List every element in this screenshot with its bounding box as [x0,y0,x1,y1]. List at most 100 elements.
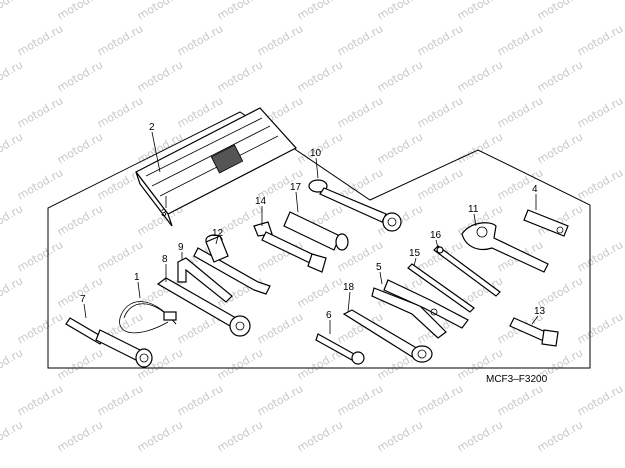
callout-10: 10 [310,148,322,159]
hex-key-9 [177,257,233,303]
watermark-text: motod.ru [495,94,545,130]
hook-spanner-11 [461,222,549,273]
watermark-text: motod.ru [175,22,225,58]
watermark-text: motod.ru [535,130,585,166]
watermark-text: motod.ru [55,58,105,94]
watermark-text: motod.ru [135,0,185,23]
callout-1: 1 [134,272,140,283]
diagram-frame [47,111,591,369]
watermark-text: motod.ru [215,418,265,454]
callout-4: 4 [532,184,538,195]
watermark-text: motod.ru [255,22,305,58]
callout-16: 16 [430,230,442,241]
watermark-text: motod.ru [55,202,105,238]
callout-6: 6 [326,310,332,321]
watermark-text: motod.ru [215,346,265,382]
callout-3: 3 [161,208,167,219]
watermark-text: motod.ru [575,382,625,418]
watermark-text: motod.ru [415,382,465,418]
double-wrench-18 [342,309,433,363]
watermark-text: motod.ru [295,58,345,94]
watermark-text: motod.ru [175,94,225,130]
watermark-text: motod.ru [415,238,465,274]
watermark-text: motod.ru [575,238,625,274]
watermark-text: motod.ru [535,418,585,454]
watermark-text: motod.ru [55,274,105,310]
leader-17 [295,191,299,213]
watermark-text: motod.ru [95,382,145,418]
open-wrench-14 [253,221,327,273]
watermark-text: motod.ru [575,22,625,58]
leader-15 [413,257,417,267]
watermark-text: motod.ru [95,238,145,274]
leader-7 [83,303,87,319]
watermark-text: motod.ru [455,0,505,23]
watermark-text: motod.ru [0,0,25,23]
leader-2 [151,131,161,173]
watermark-text: motod.ru [535,58,585,94]
leader-18 [347,291,351,313]
watermark-text: motod.ru [455,418,505,454]
watermark-text: motod.ru [215,58,265,94]
watermark-text: motod.ru [375,58,425,94]
watermark-text: motod.ru [255,310,305,346]
leader-12 [215,235,219,245]
watermark-text: motod.ru [575,94,625,130]
watermark-text: motod.ru [415,94,465,130]
watermark-text: motod.ru [335,22,385,58]
watermark-text: motod.ru [0,202,25,238]
callout-14: 14 [255,196,267,207]
watermark-text: motod.ru [495,22,545,58]
callout-2: 2 [149,122,155,133]
watermark-text: motod.ru [135,418,185,454]
watermark-text: motod.ru [55,0,105,23]
screwdriver-shaft-6 [315,333,365,365]
watermark-text: motod.ru [95,22,145,58]
watermark-text: motod.ru [15,382,65,418]
callout-12: 12 [212,228,224,239]
watermark-text: motod.ru [535,0,585,23]
watermark-text: motod.ru [575,166,625,202]
watermark-text: motod.ru [375,0,425,23]
leader-13 [531,315,539,325]
callout-5: 5 [376,262,382,273]
watermark-text: motod.ru [295,418,345,454]
watermark-text: motod.ru [0,418,25,454]
watermark-text: motod.ru [175,382,225,418]
watermark-text: motod.ru [55,418,105,454]
watermark-text: motod.ru [15,310,65,346]
watermark-text: motod.ru [55,346,105,382]
strap-1 [119,301,177,334]
watermark-text: motod.ru [0,274,25,310]
watermark-text: motod.ru [0,130,25,166]
watermark-text: motod.ru [55,130,105,166]
callout-17: 17 [290,182,302,193]
leader-1 [137,281,141,299]
small-open-wrench-13 [509,317,559,347]
diagram-code: MCF3–F3200 [486,374,548,385]
watermark-text: motod.ru [15,238,65,274]
watermark-text: motod.ru [215,0,265,23]
watermark-text: motod.ru [375,130,425,166]
callout-9: 9 [178,242,184,253]
bar-wrench-8 [156,277,251,337]
watermark-text: motod.ru [0,346,25,382]
plug-wrench-7 [65,317,153,368]
watermark-text: motod.ru [455,58,505,94]
watermark-text: motod.ru [495,166,545,202]
watermark-text: motod.ru [95,94,145,130]
watermark-text: motod.ru [575,310,625,346]
watermark-text: motod.ru [255,382,305,418]
callout-11: 11 [468,204,479,215]
watermark-text: motod.ru [415,166,465,202]
leader-5 [379,271,383,285]
leader-10 [315,157,319,179]
watermark-text: motod.ru [0,58,25,94]
leader-11 [473,213,477,227]
leader-16 [435,239,439,249]
watermark-text: motod.ru [415,22,465,58]
watermark-text: motod.ru [135,58,185,94]
tool-bag [135,107,297,227]
rod-15 [407,263,475,313]
callout-15: 15 [409,248,421,259]
